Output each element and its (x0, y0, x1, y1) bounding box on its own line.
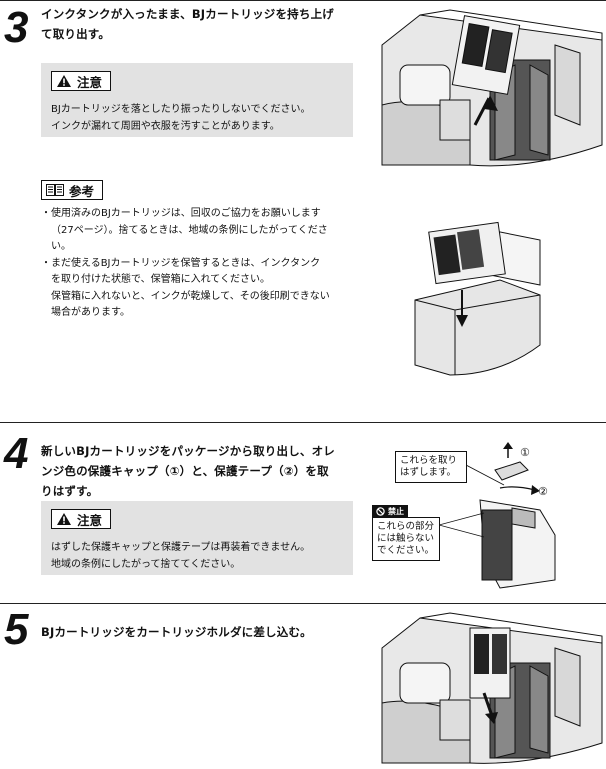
step-5-instruction: BJカートリッジをカートリッジホルダに差し込む。 (41, 625, 312, 639)
callout-remove: これらを取り はずします。 (395, 451, 467, 483)
callout-remove-leader (466, 464, 505, 486)
caution-badge: 注意 (51, 71, 112, 91)
insert-cartridge-illustration (381, 612, 603, 764)
callout-do-not-touch: これらの部分 には触らない でください。 (372, 517, 440, 561)
callout-notouch-leader (439, 512, 485, 538)
book-icon (46, 184, 64, 196)
section-rule-top (0, 0, 606, 1)
caution-text: BJカートリッジを落としたり振ったりしないでください。 インクが漏れて周囲や衣服… (51, 104, 311, 132)
warning-triangle-icon (57, 75, 71, 87)
caution-text: はずした保護キャップと保護テープは再装着できません。 地域の条例にしたがって捨て… (51, 542, 311, 570)
reference-note-1: ・ 使用済みのBJカートリッジは、回収のご協力をお願いします (41, 208, 321, 219)
step-4-caution-box: 注意 はずした保護キャップと保護テープは再装着できません。 地域の条例にしたがっ… (41, 501, 353, 575)
new-cartridge-illustration (479, 442, 556, 589)
section-rule-3-4 (0, 422, 606, 423)
marker-2: ② (538, 485, 548, 498)
step-3-instruction: インクタンクが入ったまま、BJカートリッジを持ち上げ て取り出す。 (41, 7, 334, 41)
printer-lift-cartridge-illustration (381, 9, 603, 167)
step-4-instruction: 新しいBJカートリッジをパッケージから取り出し、オレ ンジ色の保護キャップ（①）… (41, 444, 336, 498)
warning-triangle-icon (57, 513, 71, 525)
step-3-number: 3 (4, 3, 29, 52)
step-4-number: 4 (4, 429, 29, 478)
prohibited-icon (376, 506, 385, 516)
reference-badge: 参考 (41, 180, 104, 200)
caution-badge: 注意 (51, 509, 112, 529)
marker-1: ① (520, 446, 530, 459)
section-rule-4-5 (0, 603, 606, 604)
reference-note-2: ・ まだ使えるBJカートリッジを保管するときは、インクタンク (41, 257, 321, 269)
step-3-caution-box: 注意 BJカートリッジを落としたり振ったりしないでください。 インクが漏れて周囲… (41, 63, 353, 137)
step-5-number: 5 (4, 605, 29, 654)
reference-notes: ・ 使用済みのBJカートリッジは、回収のご協力をお願いします （27ページ）。捨… (41, 206, 361, 322)
prohibited-badge: 禁止 (372, 505, 408, 517)
storage-box-illustration (414, 221, 541, 376)
